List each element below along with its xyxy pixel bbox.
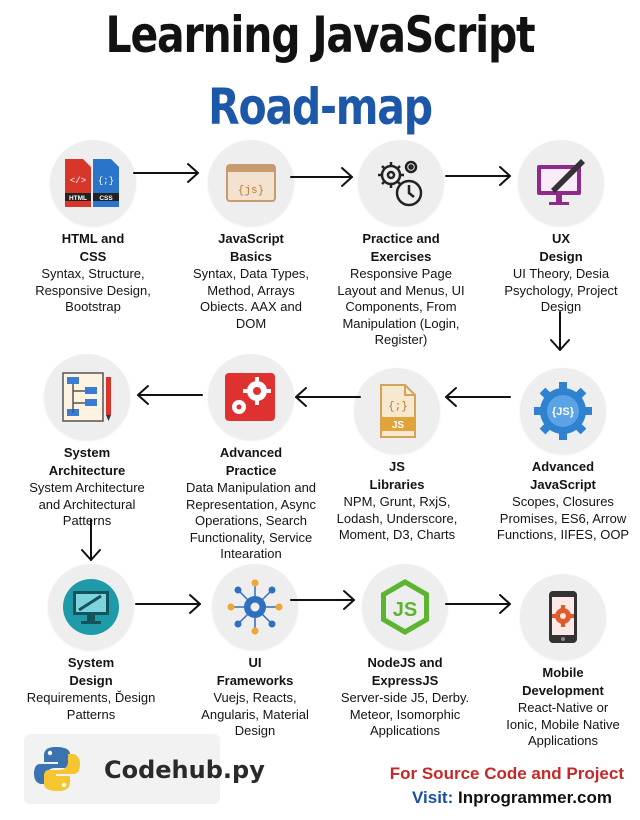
node-description: Scopes, Closures Promises, ES6, Arrow Fu… (496, 494, 630, 542)
brand-badge: Codehub.py (24, 734, 265, 804)
node-practice-exercises: Practice and Exercises Responsive Page L… (326, 140, 476, 349)
svg-text:HTML: HTML (69, 195, 87, 202)
node-description: Data Manipulation and Representation, As… (185, 480, 317, 561)
puzzle-gear-icon (208, 354, 294, 440)
html-css-icon: </> HTML {;} CSS (50, 140, 136, 226)
site-link[interactable]: Inprogrammer.com (458, 788, 612, 807)
node-title: Advanced JavaScript (530, 459, 596, 492)
brand-name: Codehub.py (104, 756, 265, 784)
node-system-architecture: System Architecture System Architecture … (12, 354, 162, 530)
node-title: Advanced Practice (219, 445, 283, 478)
nodejs-hexagon-icon: JS (362, 564, 448, 650)
arrow-right-icon (290, 167, 353, 187)
js-gear-icon: {JS} (520, 368, 606, 454)
footer-visit: Visit: Inprogrammer.com (412, 788, 612, 808)
node-description: Server-side J5, Derby. Meteor, Isomorphi… (340, 690, 470, 738)
node-title: JavaScript Basics (218, 231, 284, 264)
gears-clock-icon (358, 140, 444, 226)
node-description: Syntax, Data Types, Method, Arrays Obiec… (192, 266, 310, 331)
arrow-left-icon (137, 385, 203, 405)
node-html-css: </> HTML {;} CSS HTML and CSS Syntax, St… (18, 140, 168, 316)
node-system-design: System Design Requirements, Ďesign Patte… (16, 564, 166, 723)
node-title: System Design (67, 655, 115, 688)
network-gear-icon (212, 564, 298, 650)
node-description: Syntax, Structure, Responsive Design, Bo… (35, 266, 151, 314)
arrow-right-icon (133, 163, 199, 183)
svg-text:CSS: CSS (99, 195, 113, 202)
arrow-down-icon (550, 311, 570, 351)
title-line-2: Road-map (208, 78, 433, 136)
node-javascript-basics: {js} JavaScript Basics Syntax, Data Type… (176, 140, 326, 332)
footer-promo: For Source Code and Project (389, 764, 624, 783)
node-description: Vuejs, Reacts, Angularis, Material Desig… (201, 690, 309, 738)
arrow-right-icon (445, 166, 511, 186)
node-description: Responsive Page Layout and Menus, UI Com… (337, 266, 465, 347)
node-advanced-javascript: {JS} Advanced JavaScript Scopes, Closure… (488, 368, 638, 544)
monitor-pen-icon (518, 140, 604, 226)
svg-text:{js}: {js} (238, 185, 264, 197)
arrow-right-icon (135, 594, 201, 614)
node-title: JS Libraries (369, 459, 425, 492)
svg-text:{;}: {;} (388, 401, 408, 413)
node-description: React-Native or Ionic, Mobile Native App… (506, 700, 620, 748)
node-nodejs-expressjs: JS NodeJS and ExpressJS Server-side J5, … (330, 564, 480, 740)
svg-text:JS: JS (393, 599, 417, 621)
visit-label: Visit: (412, 788, 454, 807)
arrow-left-icon (295, 387, 361, 407)
js-file-icon: {;} JS (354, 368, 440, 454)
node-description: System Architecture and Architectural Pa… (29, 480, 145, 528)
arrow-right-icon (290, 590, 355, 610)
node-description: UI Theory, Desia Psychology, Project Des… (504, 266, 618, 314)
node-advanced-practice: Advanced Practice Data Manipulation and … (176, 354, 326, 563)
node-title: UX Design (539, 231, 583, 264)
arrow-right-icon (445, 594, 511, 614)
svg-text:{;}: {;} (98, 176, 114, 186)
mobile-gear-icon (520, 574, 606, 660)
node-title: NodeJS and ExpressJS (367, 655, 443, 688)
design-monitor-icon (48, 564, 134, 650)
node-ux-design: UX Design UI Theory, Desia Psychology, P… (486, 140, 636, 316)
svg-text:JS: JS (392, 420, 405, 431)
node-description: NPM, Grunt, RxjS, Lodash, Underscore, Mo… (336, 494, 458, 542)
node-title: System Architecture (48, 445, 126, 478)
svg-text:{JS}: {JS} (552, 406, 575, 418)
svg-text:</>: </> (70, 176, 86, 186)
node-title: UI Frameworks (216, 655, 294, 688)
title-line-1: Learning JavaScript (105, 6, 536, 64)
arrow-down-icon (81, 519, 101, 561)
node-js-libraries: {;} JS JS Libraries NPM, Grunt, RxjS, Lo… (322, 368, 472, 544)
js-code-window-icon: {js} (208, 140, 294, 226)
python-logo-icon (34, 747, 80, 791)
node-title: Practice and Exercises (362, 231, 440, 264)
arrow-left-icon (445, 387, 511, 407)
node-description: Requirements, Ďesign Patterns (26, 690, 156, 722)
node-ui-frameworks: UI Frameworks Vuejs, Reacts, Angularis, … (180, 564, 330, 740)
node-mobile-development: Mobile Development React-Native or Ionic… (488, 574, 638, 750)
architecture-diagram-icon (44, 354, 130, 440)
node-title: HTML and CSS (61, 231, 125, 264)
node-title: Mobile Development (522, 665, 604, 698)
